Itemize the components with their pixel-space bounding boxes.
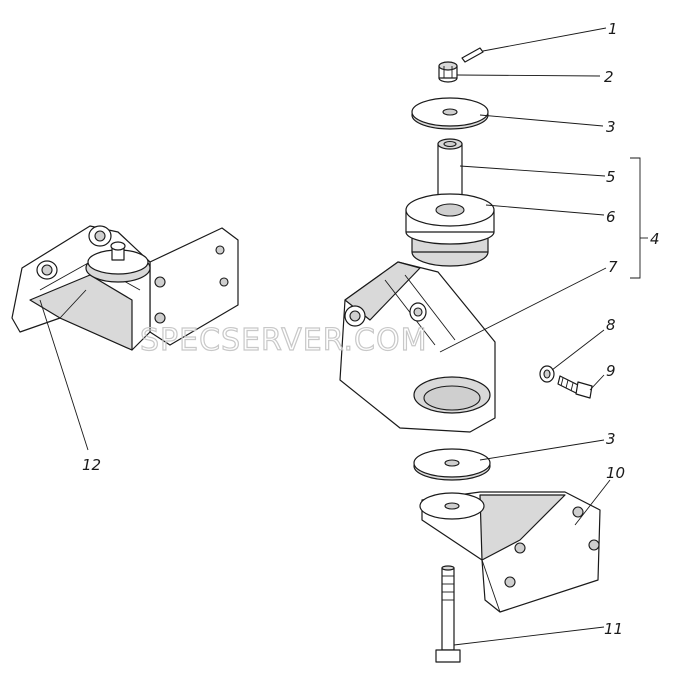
part-5-sleeve [437, 138, 463, 206]
part-7-upper-bracket [339, 261, 496, 433]
callout-12: 12 [82, 456, 101, 474]
callout-3: 3 [606, 118, 616, 136]
callout-8: 8 [606, 316, 616, 334]
part-8-spring-washer [539, 365, 555, 383]
part-2-castle-nut [438, 61, 458, 83]
callout-11: 11 [604, 620, 623, 638]
part-11-long-bolt [435, 565, 461, 663]
callout-4: 4 [650, 230, 660, 248]
callout-2: 2 [604, 68, 614, 86]
part-10-lower-bracket [419, 491, 601, 613]
callout-5: 5 [606, 168, 616, 186]
callout-10: 10 [606, 464, 625, 482]
part-6-rubber-cushion [405, 193, 495, 267]
part-1-cotter-pin [461, 47, 484, 63]
callout-1: 1 [608, 20, 618, 38]
part-3-upper-washer [411, 97, 489, 130]
callout-9: 9 [606, 362, 616, 380]
callout-6: 6 [606, 208, 616, 226]
watermark-text: SPECSERVER.COM [140, 323, 427, 358]
callout-labels: 1 2 3 5 6 4 7 8 9 3 10 11 12 [82, 20, 660, 638]
callout-7: 7 [608, 258, 618, 276]
part-3-lower-washer [413, 448, 491, 481]
leader-lines [39, 27, 648, 646]
callout-3-lower: 3 [606, 430, 616, 448]
assembled-mount-12 [11, 225, 239, 351]
part-9-short-bolt [557, 375, 593, 399]
